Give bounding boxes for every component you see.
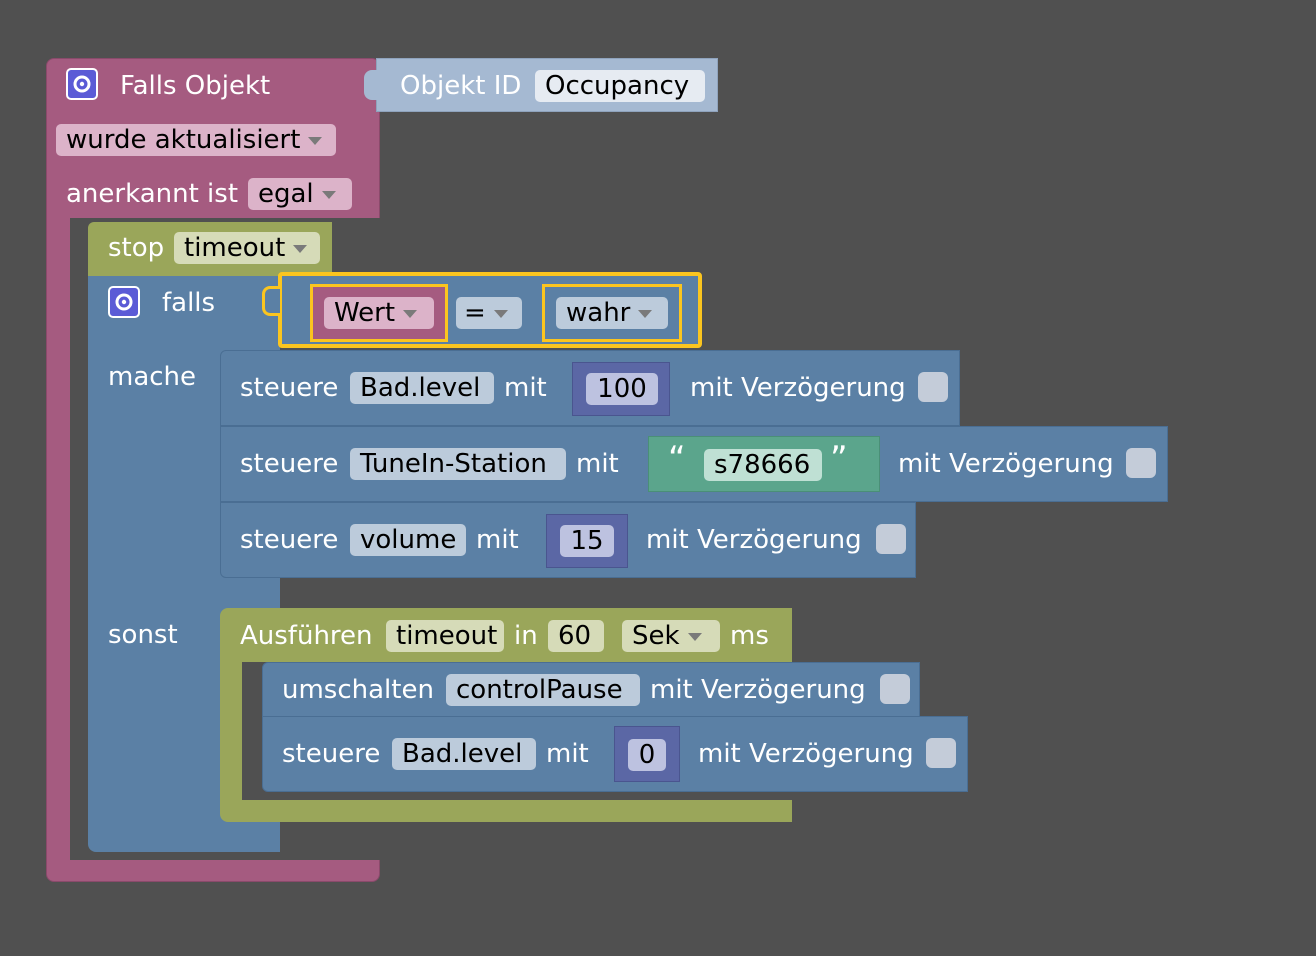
chevron-down-icon (687, 632, 702, 641)
timeout-unit-dropdown[interactable]: Sek (622, 620, 720, 652)
timeout-unit-value: Sek (632, 621, 680, 651)
trigger-title: Falls Objekt (120, 71, 271, 101)
action-2-delay-label: mit Verzögerung (898, 449, 1114, 479)
operator-value: = (464, 298, 486, 328)
action-2-target[interactable]: TuneIn-Station (350, 448, 566, 480)
action-3-with-label: mit (476, 525, 519, 555)
timeout-value-field[interactable]: 60 (548, 620, 604, 652)
if-gear-icon[interactable] (108, 286, 140, 318)
else-action-2-value[interactable]: 0 (628, 739, 666, 771)
ack-dropdown[interactable]: egal (248, 178, 352, 210)
chevron-down-icon (308, 136, 323, 145)
event-dropdown[interactable]: wurde aktualisiert (56, 124, 336, 156)
action-2-value[interactable]: s78666 (704, 449, 822, 481)
condition-connector (262, 286, 280, 316)
else-action-1-delay-label: mit Verzögerung (650, 675, 866, 705)
object-id-value[interactable]: Occupancy (535, 70, 705, 102)
trigger-gear-icon[interactable] (66, 68, 98, 100)
stop-label: stop (108, 233, 165, 263)
wahr-dropdown[interactable]: wahr (556, 297, 668, 329)
else-action-1-verb: umschalten (282, 675, 434, 705)
sonst-label: sonst (108, 620, 178, 650)
falls-label: falls (162, 288, 216, 318)
timeout-in-label: in (514, 621, 538, 651)
open-quote-icon: “ (668, 439, 686, 479)
stop-timeout-dropdown[interactable]: timeout (174, 232, 320, 264)
wert-dropdown-value: Wert (334, 298, 396, 328)
operator-dropdown[interactable]: = (456, 297, 522, 329)
ack-label: anerkannt ist (66, 179, 239, 209)
ack-dropdown-value: egal (258, 179, 314, 209)
action-1-delay-label: mit Verzögerung (690, 373, 906, 403)
action-2-with-label: mit (576, 449, 619, 479)
chevron-down-icon (293, 244, 308, 253)
action-3-delay-checkbox[interactable] (876, 524, 906, 554)
object-id-connector (364, 70, 380, 100)
action-1-verb: steuere (240, 373, 339, 403)
action-1-with-label: mit (504, 373, 547, 403)
action-1-target[interactable]: Bad.level (350, 372, 494, 404)
action-2-verb: steuere (240, 449, 339, 479)
chevron-down-icon (403, 309, 418, 318)
wert-dropdown[interactable]: Wert (324, 297, 434, 329)
object-id-label: Objekt ID (400, 71, 522, 101)
else-action-1-target[interactable]: controlPause (446, 674, 640, 706)
else-action-2-with-label: mit (546, 739, 589, 769)
action-2-delay-checkbox[interactable] (1126, 448, 1156, 478)
wahr-dropdown-value: wahr (566, 298, 631, 328)
timeout-name-field[interactable]: timeout (386, 620, 504, 652)
action-3-value[interactable]: 15 (560, 525, 614, 557)
action-3-delay-label: mit Verzögerung (646, 525, 862, 555)
action-1-value[interactable]: 100 (586, 373, 658, 405)
action-3-verb: steuere (240, 525, 339, 555)
action-3-target[interactable]: volume (350, 524, 466, 556)
else-action-2-verb: steuere (282, 739, 381, 769)
else-action-2-target[interactable]: Bad.level (392, 738, 536, 770)
chevron-down-icon (321, 190, 336, 199)
event-dropdown-value: wurde aktualisiert (66, 125, 301, 155)
chevron-down-icon (638, 309, 653, 318)
else-action-2-delay-label: mit Verzögerung (698, 739, 914, 769)
timeout-ms-label: ms (730, 621, 769, 651)
chevron-down-icon (493, 309, 508, 318)
stop-timeout-value: timeout (184, 233, 286, 263)
else-action-2-delay-checkbox[interactable] (926, 738, 956, 768)
action-1-delay-checkbox[interactable] (918, 372, 948, 402)
mache-label: mache (108, 362, 197, 392)
else-action-1-delay-checkbox[interactable] (880, 674, 910, 704)
close-quote-icon: ” (830, 439, 848, 479)
timeout-label: Ausführen (240, 621, 373, 651)
